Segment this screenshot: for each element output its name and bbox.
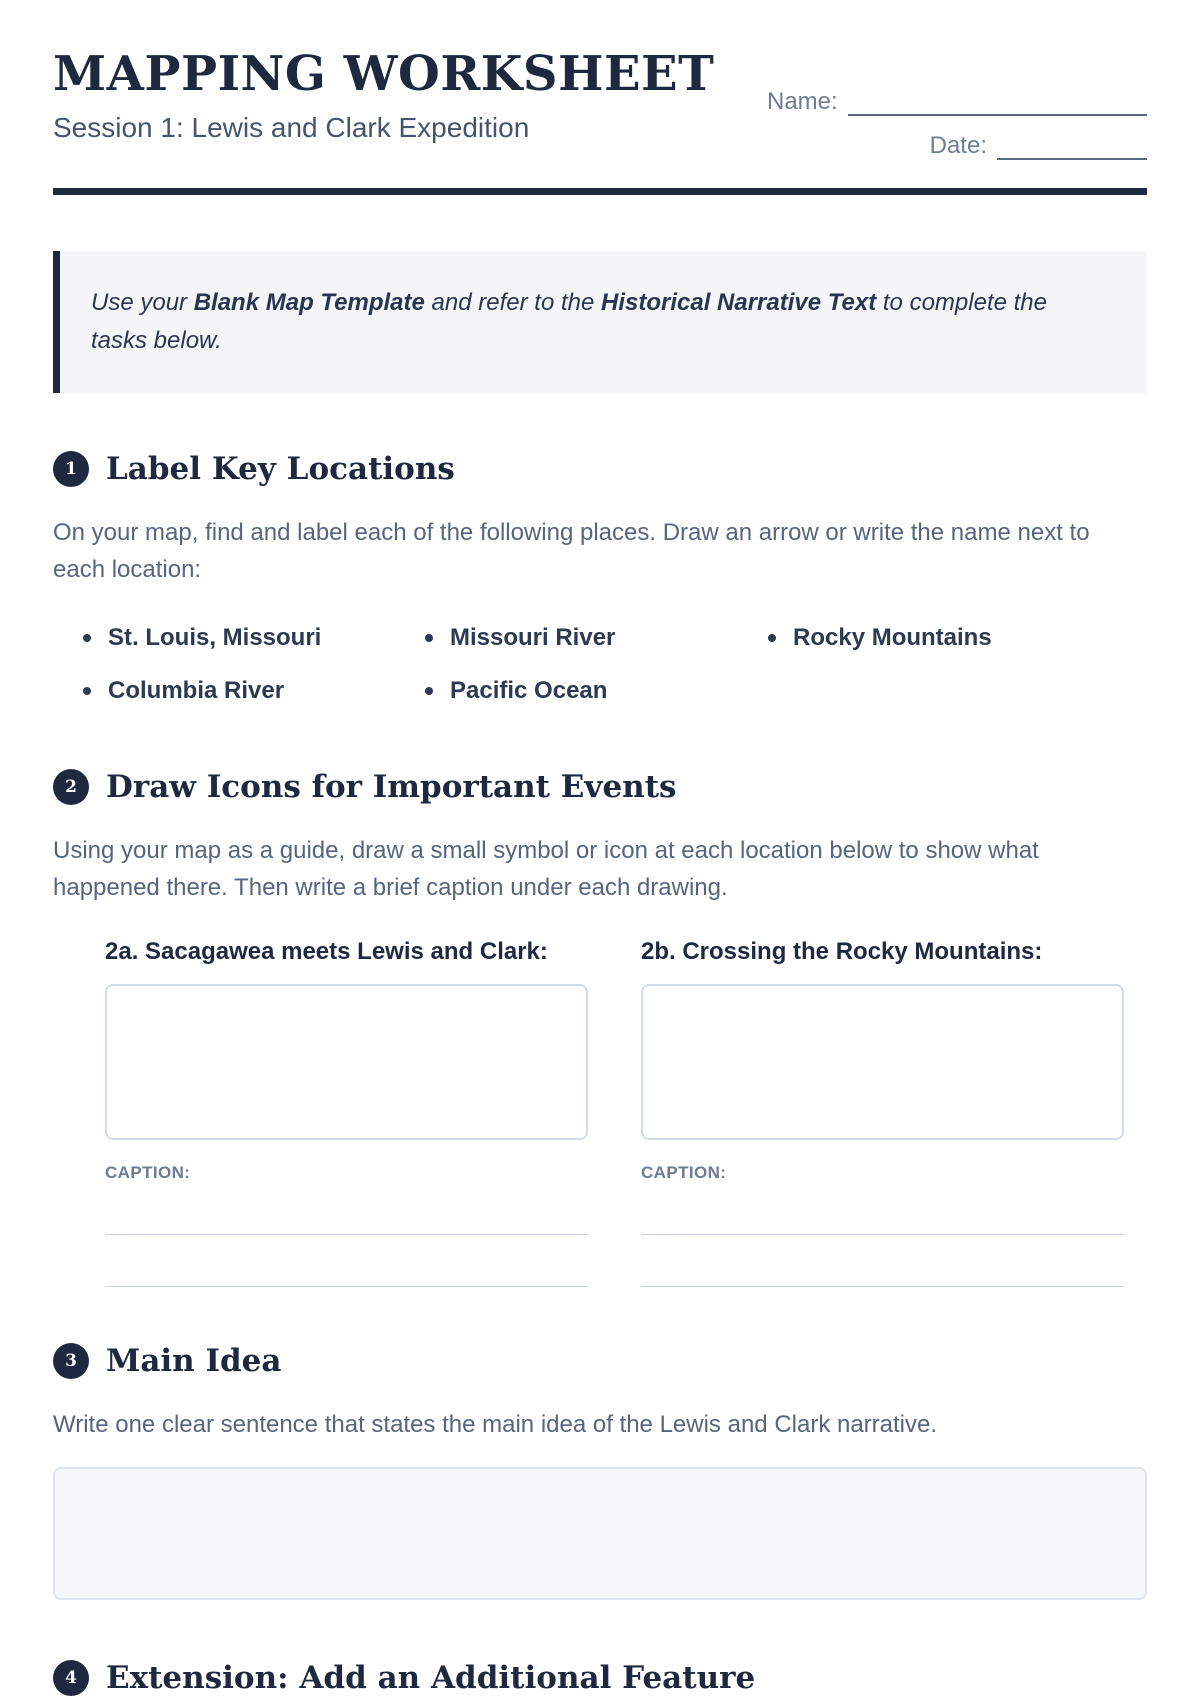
location-label: Rocky Mountains (793, 624, 992, 651)
name-input-line[interactable] (847, 90, 1147, 116)
bullet-marker (768, 634, 776, 642)
section-2-description: Using your map as a guide, draw a small … (53, 837, 1039, 901)
instruction-text: to complete the tasks below. (91, 289, 1047, 354)
section-3-heading: 3 Main Idea (53, 1343, 1147, 1379)
section-2-number-badge: 2 (53, 769, 89, 805)
main-idea-answer-box[interactable] (53, 1467, 1147, 1600)
list-item: Rocky Mountains (768, 624, 1147, 652)
section-2-heading: 2 Draw Icons for Important Events (53, 769, 1147, 805)
header-fields: Name: Date: (767, 46, 1147, 160)
name-field-row: Name: (767, 84, 1147, 116)
drawing-columns: 2a. Sacagawea meets Lewis and Clark: CAP… (105, 938, 1147, 1287)
instruction-text: Use your (91, 289, 194, 316)
drawing-2b-label: 2b. Crossing the Rocky Mountains: (641, 938, 1043, 965)
date-input-line[interactable] (997, 134, 1147, 160)
bullet-marker (83, 687, 91, 695)
header-titles: MAPPING WORKSHEET Session 1: Lewis and C… (53, 46, 714, 144)
name-label: Name: (767, 88, 838, 115)
section-4-heading: 4 Extension: Add an Additional Feature (53, 1660, 1147, 1696)
section-1-heading: 1 Label Key Locations (53, 451, 1147, 487)
list-item: St. Louis, Missouri (83, 624, 425, 652)
instruction-bold-narrative-text: Historical Narrative Text (600, 289, 877, 316)
caption-line-2a-2[interactable] (105, 1286, 588, 1287)
location-label: St. Louis, Missouri (108, 624, 322, 651)
caption-line-2a-1[interactable] (105, 1234, 588, 1235)
location-label: Pacific Ocean (450, 677, 608, 704)
bullet-marker (83, 634, 91, 642)
drawing-column-2b: 2b. Crossing the Rocky Mountains: CAPTIO… (641, 938, 1124, 1287)
instruction-text: and refer to the (424, 289, 601, 316)
header: MAPPING WORKSHEET Session 1: Lewis and C… (53, 46, 1147, 160)
drawing-box-2b[interactable] (641, 984, 1124, 1140)
section-4-number-badge: 4 (53, 1660, 89, 1696)
drawing-box-2a[interactable] (105, 984, 588, 1140)
caption-label-2a: CAPTION: (105, 1163, 191, 1182)
drawing-2a-label: 2a. Sacagawea meets Lewis and Clark: (105, 938, 548, 965)
bullet-marker (425, 687, 433, 695)
date-label: Date: (929, 132, 987, 159)
section-2-title: Draw Icons for Important Events (106, 769, 677, 805)
list-item: Pacific Ocean (425, 677, 768, 705)
caption-line-2b-2[interactable] (641, 1286, 1124, 1287)
section-3-description: Write one clear sentence that states the… (53, 1411, 938, 1438)
list-item: Missouri River (425, 624, 768, 652)
section-4-title: Extension: Add an Additional Feature (106, 1660, 756, 1696)
date-field-row: Date: (767, 128, 1147, 160)
section-1-number-badge: 1 (53, 451, 89, 487)
section-3-title: Main Idea (106, 1343, 282, 1379)
caption-line-2b-1[interactable] (641, 1234, 1124, 1235)
section-3-number-badge: 3 (53, 1343, 89, 1379)
page-title: MAPPING WORKSHEET (53, 46, 715, 102)
section-1-description: On your map, find and label each of the … (53, 519, 1090, 583)
list-item: Columbia River (83, 677, 425, 705)
key-locations-list: St. Louis, Missouri Missouri River Rocky… (83, 624, 1147, 705)
instruction-note: Use your Blank Map Template and refer to… (53, 251, 1147, 393)
instruction-bold-map-template: Blank Map Template (193, 289, 425, 316)
location-label: Columbia River (108, 677, 285, 704)
bullet-marker (425, 634, 433, 642)
location-label: Missouri River (450, 624, 616, 651)
section-1-title: Label Key Locations (106, 451, 455, 487)
drawing-column-2a: 2a. Sacagawea meets Lewis and Clark: CAP… (105, 938, 588, 1287)
page-subtitle: Session 1: Lewis and Clark Expedition (53, 112, 530, 143)
caption-label-2b: CAPTION: (641, 1163, 727, 1182)
header-divider (53, 188, 1147, 195)
